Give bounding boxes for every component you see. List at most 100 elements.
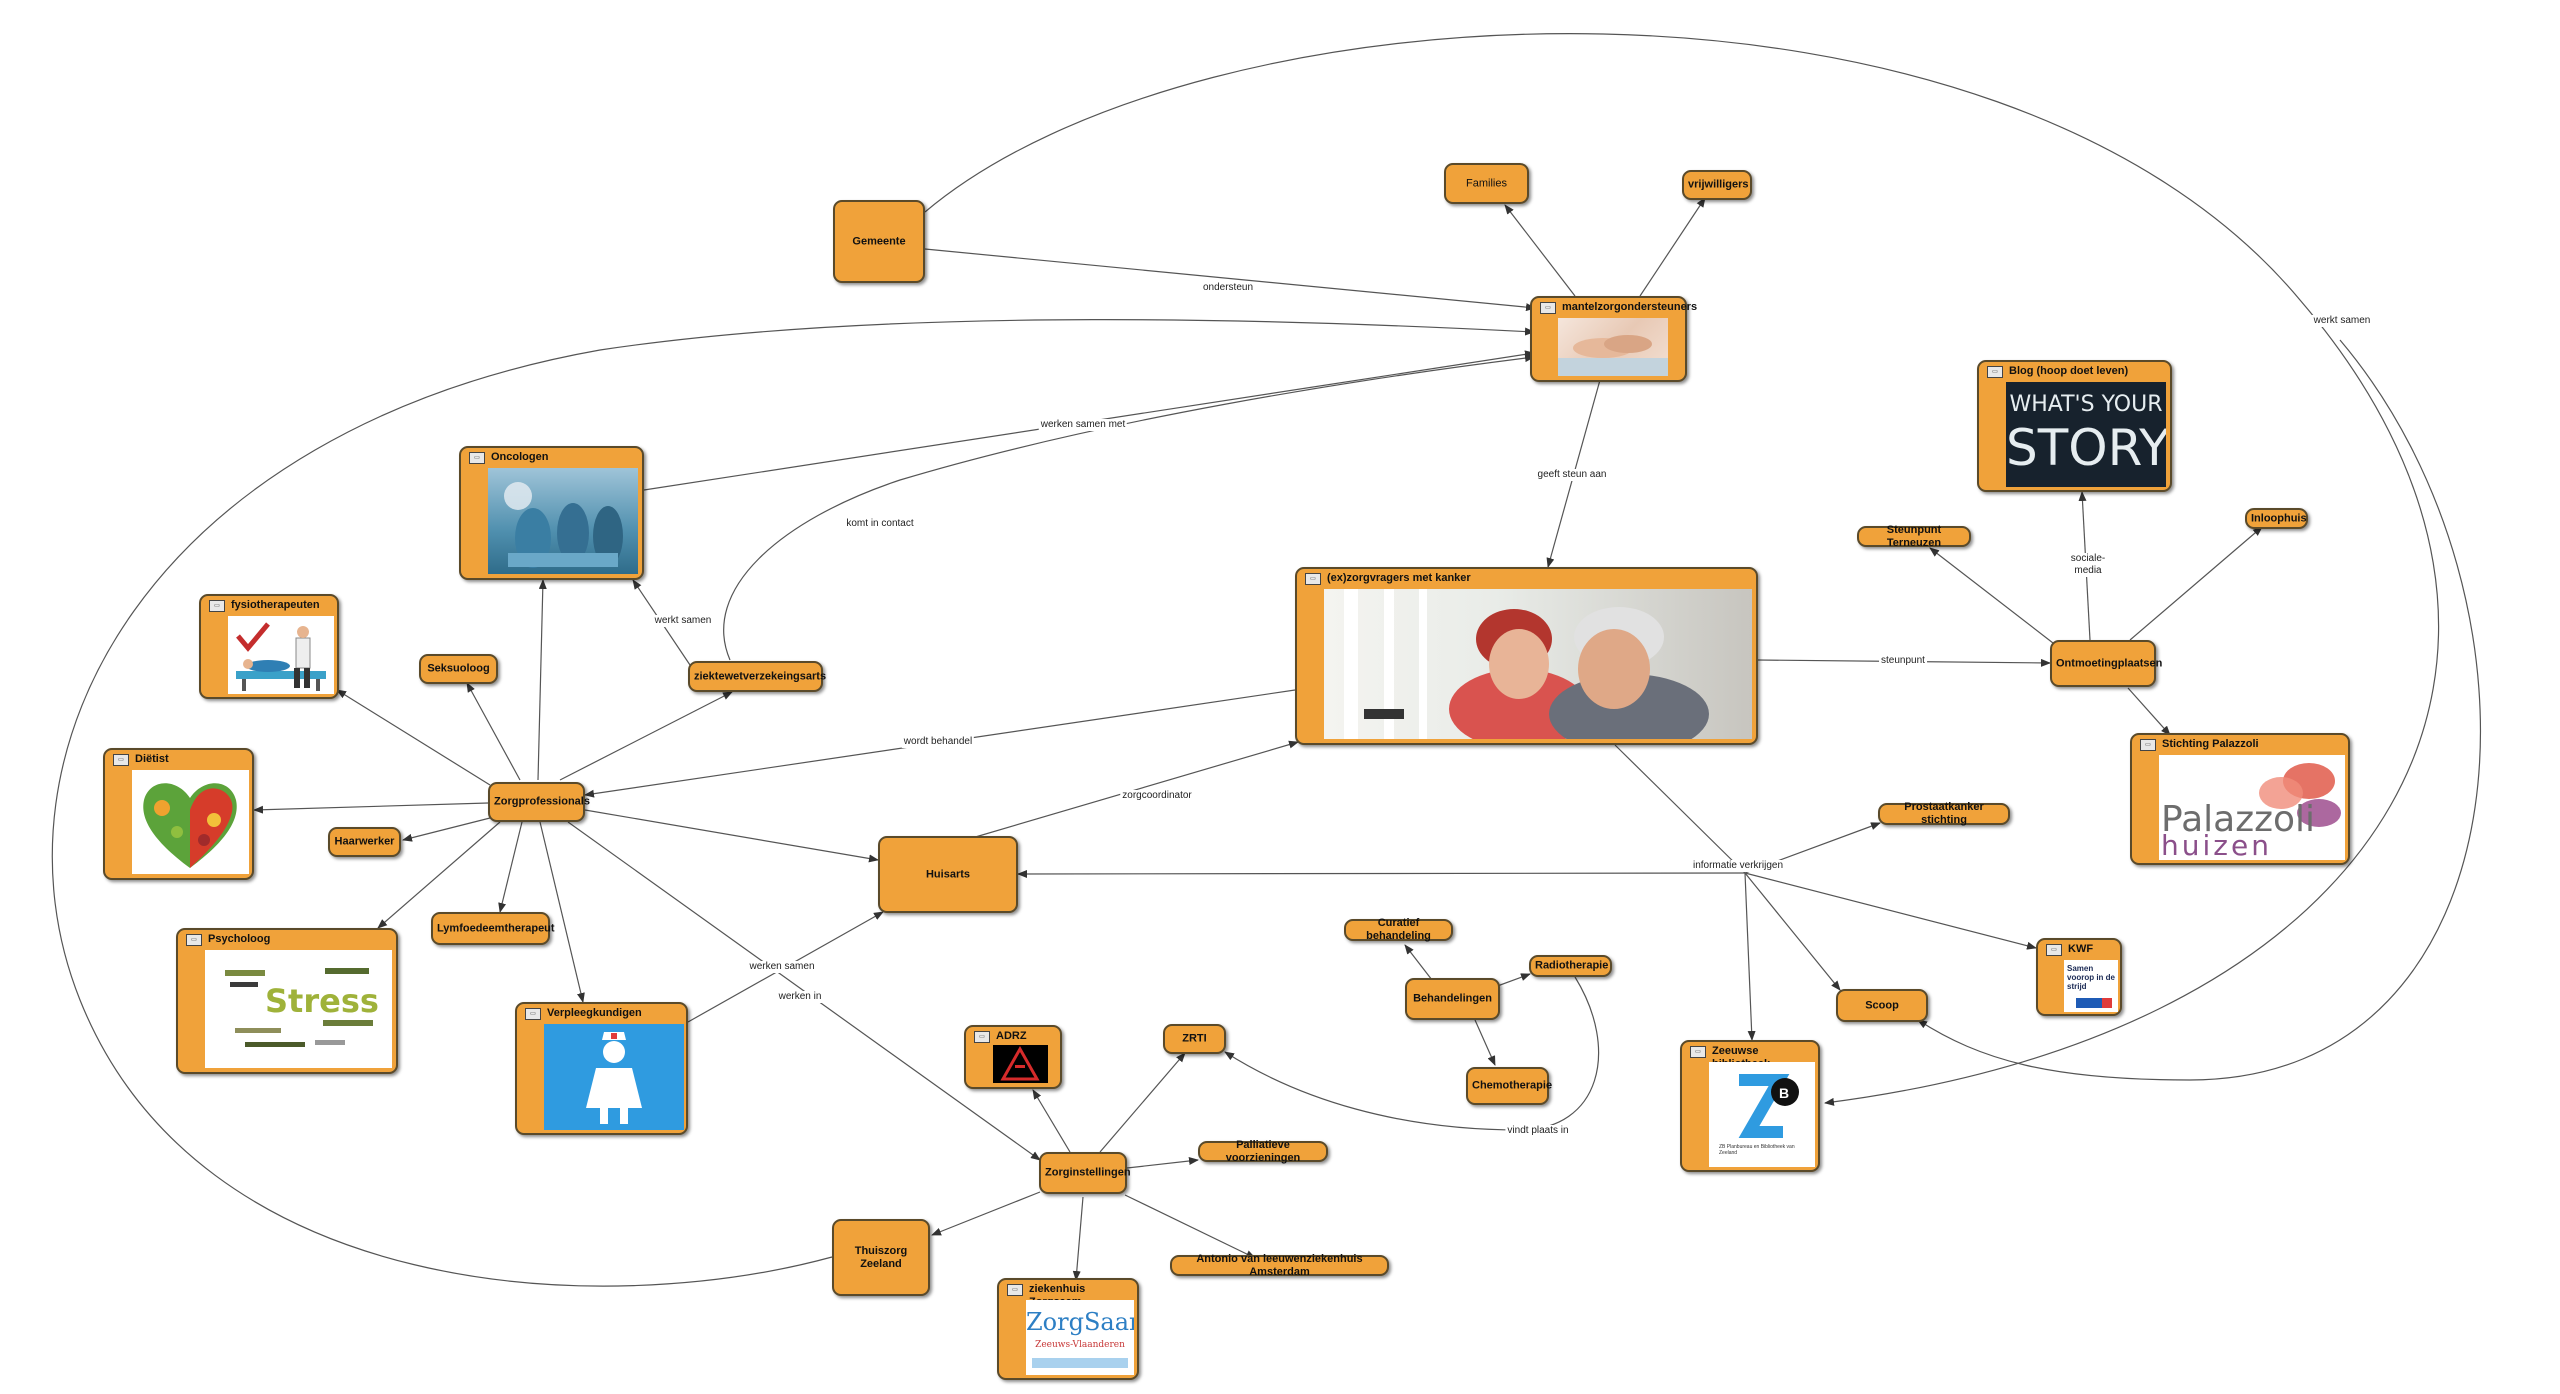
- zb-caption: ZB Planbureau en Bibliotheek van Zeeland: [1719, 1144, 1795, 1156]
- palazzoli-flower: [2259, 763, 2341, 827]
- node-palliatief[interactable]: Palliatieve voorzieningen: [1198, 1139, 1328, 1164]
- edge-zi-palliatief: [1126, 1157, 1199, 1169]
- node-adrz-label: ADRZ: [996, 1030, 1027, 1042]
- node-seksuoloog[interactable]: Seksuoloog: [419, 654, 498, 684]
- node-radiotherapie-label: Radiotherapie: [1535, 959, 1609, 972]
- node-antonio[interactable]: Antonio van leeuwenziekenhuis Amsterdam: [1170, 1252, 1389, 1278]
- fysio-drawing: [236, 622, 326, 691]
- node-thuiszorg-label: Thuiszorg Zeeland: [854, 1244, 908, 1270]
- blog-text-2: STORY: [2006, 419, 2166, 477]
- node-scoop-label: Scoop: [1865, 999, 1899, 1011]
- node-zorgsaam[interactable]: ▭ ziekenhuis Zorgsaam ZorgSaam Zeeuws-Vl…: [997, 1278, 1139, 1380]
- node-antonio-label: Antonio van leeuwenziekenhuis Amsterdam: [1196, 1252, 1363, 1278]
- node-vrijwilligers[interactable]: vrijwilligers: [1682, 170, 1752, 200]
- node-ontmoeting[interactable]: Ontmoetingplaatsen: [2050, 640, 2162, 687]
- node-fysio[interactable]: ▭ fysiotherapeuten: [199, 594, 339, 699]
- image-frame-icon: ▭: [469, 452, 485, 464]
- edge-informatie-base: [1614, 744, 1746, 874]
- node-dietist[interactable]: ▭ Diëtist: [103, 748, 254, 880]
- edge-zorg-fysio: [336, 689, 491, 786]
- node-exzorgvragers-label: (ex)zorgvragers met kanker: [1327, 572, 1471, 584]
- edge-label-wordt-behandel: wordt behandel: [901, 736, 975, 748]
- edge-label-vindt-plaats-in: vindt plaats in: [1505, 1125, 1571, 1137]
- zb-logo: B ZB Planbureau en Bibliotheek van Zeela…: [1709, 1062, 1815, 1167]
- node-behandelingen[interactable]: Behandelingen: [1405, 978, 1500, 1020]
- edge-zi-adrz: [1032, 1089, 1071, 1153]
- node-palazzoli-label: Stichting Palazzoli: [2162, 738, 2259, 750]
- hands-illustration: [1558, 335, 1668, 376]
- stress-wordcloud: Stress: [205, 950, 392, 1068]
- zb-mark: B: [1738, 1074, 1799, 1138]
- node-seksuoloog-label: Seksuoloog: [427, 662, 490, 675]
- node-thuiszorg[interactable]: Thuiszorg Zeeland: [832, 1219, 930, 1296]
- edge-mantel-vrijwilligers: [1639, 197, 1706, 297]
- image-frame-icon: ▭: [1690, 1046, 1706, 1058]
- nurse-icon: [544, 1024, 684, 1130]
- node-zorgprofessionals[interactable]: Zorgprofessionals: [488, 782, 590, 822]
- node-curatief[interactable]: Curatief behandeling: [1344, 917, 1453, 942]
- adrz-mark: [1000, 1045, 1040, 1081]
- node-radiotherapie[interactable]: Radiotherapie: [1529, 955, 1612, 977]
- node-vrijwilligers-label: vrijwilligers: [1688, 178, 1749, 191]
- image-frame-icon: ▭: [1007, 1284, 1023, 1296]
- edge-label-ondersteun: ondersteun: [1200, 282, 1256, 294]
- node-families-label: Families: [1466, 177, 1507, 189]
- node-huisarts[interactable]: Huisarts: [878, 836, 1018, 913]
- node-inloophuis[interactable]: Inloophuis: [2245, 508, 2308, 529]
- node-oncologen[interactable]: ▭ Oncologen: [459, 446, 644, 580]
- node-palazzoli[interactable]: ▭ Stichting Palazzoli Palazzoli huizen: [2130, 733, 2350, 865]
- wordcloud-shapes: [225, 968, 373, 1047]
- edge-label-komt-in-contact: komt in contact: [844, 518, 916, 530]
- node-zrti[interactable]: ZRTI: [1163, 1024, 1226, 1054]
- svg-text:B: B: [1779, 1085, 1789, 1101]
- node-huisarts-label: Huisarts: [925, 868, 971, 880]
- edge-beh-curatief: [1404, 944, 1433, 981]
- node-exzorgvragers[interactable]: ▭ (ex)zorgvragers met kanker: [1295, 567, 1758, 745]
- node-chemo[interactable]: Chemotherapie: [1466, 1067, 1552, 1105]
- image-frame-icon: ▭: [209, 600, 225, 612]
- node-zorginstellingen[interactable]: Zorginstellingen: [1039, 1152, 1131, 1194]
- node-prostaat[interactable]: Prostaatkanker stichting: [1878, 801, 2010, 826]
- node-families[interactable]: Families: [1444, 163, 1529, 204]
- heart-veg-image: [132, 770, 249, 874]
- node-curatief-label: Curatief behandeling: [1366, 917, 1431, 942]
- kwf-logo: Samen voorop in de strijd: [2064, 960, 2118, 1012]
- fysio-illustration: [228, 616, 334, 694]
- palazzoli-text-1: Palazzoli: [2161, 799, 2316, 840]
- node-oncologen-label: Oncologen: [491, 451, 549, 463]
- node-haarwerker[interactable]: Haarwerker: [328, 827, 401, 857]
- node-fysio-label: fysiotherapeuten: [231, 599, 320, 611]
- node-lymf-label: Lymfoedeemtherapeut: [437, 922, 555, 934]
- edge-zorg-haarwerker: [402, 817, 491, 842]
- node-lymf[interactable]: Lymfoedeemtherapeut: [431, 912, 555, 945]
- node-scoop[interactable]: Scoop: [1836, 989, 1928, 1022]
- node-psycholoog[interactable]: ▭ Psycholoog Stress: [176, 928, 398, 1074]
- edge-zorg-verpleeg: [539, 821, 585, 1003]
- edge-info-huisarts: [1017, 869, 1746, 878]
- node-kwf[interactable]: ▭ KWF Samen voorop in de strijd: [2036, 938, 2122, 1016]
- node-steunpunt-terneuzen-label: Steunpunt Terneuzen: [1886, 523, 1942, 549]
- couple-illustration: [1344, 589, 1709, 739]
- node-mantelzorg[interactable]: ▭ mantelzorgondersteuners: [1530, 296, 1697, 382]
- node-blog[interactable]: ▭ Blog (hoop doet leven) WHAT'S YOUR STO…: [1977, 360, 2172, 492]
- node-ziektewet[interactable]: ziektewetverzekeingsarts: [688, 661, 826, 692]
- edge-label-geeft-steun-aan: geeft steun aan: [1535, 469, 1609, 481]
- edge-label-informatie: informatie verkrijgen: [1690, 860, 1786, 872]
- node-zeeuwse[interactable]: ▭ Zeeuwse bibliotheek B ZB Planbureau en…: [1680, 1040, 1820, 1172]
- image-frame-icon: ▭: [2140, 739, 2156, 751]
- node-gemeente[interactable]: Gemeente: [833, 200, 925, 283]
- node-steunpunt-terneuzen[interactable]: Steunpunt Terneuzen: [1857, 523, 1971, 549]
- node-adrz[interactable]: ▭ ADRZ: [964, 1025, 1062, 1089]
- zorgsaam-logo: ZorgSaam Zeeuws-Vlaanderen: [1026, 1300, 1134, 1375]
- node-verpleeg[interactable]: ▭ Verpleegkundigen: [515, 1002, 688, 1135]
- image-frame-icon: ▭: [2046, 944, 2062, 956]
- edge-ontm-terneuzen: [1929, 547, 2054, 644]
- edge-label-werkt-samen-top: werkt samen: [2311, 315, 2373, 327]
- edge-zorg-oncologen: [537, 579, 547, 781]
- edge-zorg-lymf: [498, 821, 523, 913]
- node-prostaat-label: Prostaatkanker stichting: [1904, 801, 1984, 826]
- node-haarwerker-label: Haarwerker: [334, 835, 395, 848]
- edge-label-zorgcoordinator: zorgcoordinator: [1120, 790, 1194, 802]
